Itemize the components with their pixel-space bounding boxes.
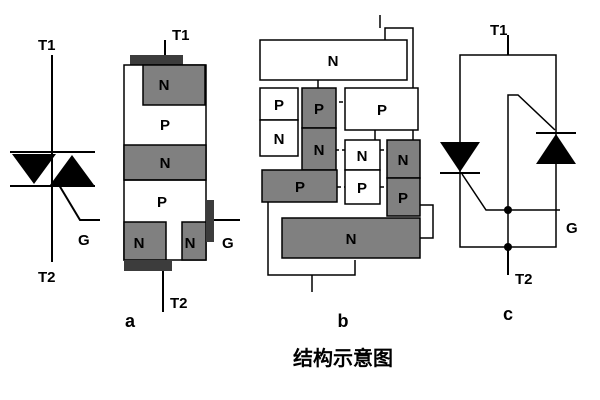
b-block-gray-n (301, 127, 337, 171)
b-label-left-n: N (274, 131, 285, 148)
panel-a: N P N P N N T1 G T2 a (123, 27, 240, 331)
a-layer-label-p2: P (157, 194, 167, 211)
a-g-label: G (222, 235, 234, 252)
c-left-scr-triangle (440, 142, 480, 172)
symbol-g-label: G (78, 232, 90, 249)
b-block-gray-n-right (386, 139, 421, 179)
c-node-gate (504, 206, 512, 214)
b-label-bottom-n: N (346, 231, 357, 248)
b-block-gray-p-right (386, 177, 421, 217)
a-layer-label-p1: P (160, 117, 170, 134)
a-layer-n-top (142, 64, 206, 106)
a-layer-n-gate (181, 221, 207, 261)
b-block-right-p (344, 87, 419, 131)
b-block-gray-p (301, 87, 337, 129)
b-label-gray-n: N (314, 142, 325, 159)
b-block-bottom-n (281, 217, 421, 259)
figure-title: 结构示意图 (293, 346, 393, 370)
b-label-gray-n-right: N (398, 152, 409, 169)
b-block-top-n (259, 39, 408, 81)
a-layer-n-middle (123, 144, 207, 181)
triac-symbol: T1 G T2 (10, 37, 100, 286)
c-right-gate-wire (507, 94, 556, 247)
a-caption: a (125, 311, 136, 331)
a-t1-label: T1 (172, 27, 190, 44)
a-layer-label-n4: N (185, 235, 196, 252)
c-t2-label: T2 (515, 271, 533, 288)
a-layer-n-bottom-left (123, 221, 167, 261)
a-top-electrode (130, 55, 183, 65)
a-layer-label-n3: N (134, 235, 145, 252)
c-caption: c (503, 304, 513, 324)
b-label-top-n: N (328, 53, 339, 70)
b-caption: b (338, 311, 349, 331)
c-left-gate-wire (461, 173, 508, 211)
symbol-t1-label: T1 (38, 37, 56, 54)
a-layer-label-n1: N (159, 77, 170, 94)
b-gate-wire (420, 204, 434, 239)
b-label-bottom-p: P (357, 180, 367, 197)
panel-b: N P N P N P P N P N P N b (259, 15, 434, 331)
symbol-up-triangle (50, 155, 94, 185)
a-layer-label-n2: N (160, 155, 171, 172)
b-label-mid-n: N (357, 148, 368, 165)
b-label-big-p: P (295, 179, 305, 196)
c-right-scr-triangle (536, 134, 576, 164)
b-block-bottom-p (344, 169, 381, 205)
a-bottom-electrode (124, 260, 172, 271)
b-label-left-p: P (274, 97, 284, 114)
b-block-left-n (259, 119, 299, 157)
symbol-t2-label: T2 (38, 269, 56, 286)
c-t1-label: T1 (490, 22, 508, 39)
a-gate-electrode (206, 200, 214, 242)
b-block-big-p (261, 169, 338, 203)
c-g-label: G (566, 220, 578, 237)
b-block-left-p (259, 87, 299, 121)
b-label-gray-p: P (314, 101, 324, 118)
panel-c: T1 G T2 c (440, 22, 578, 324)
b-label-gray-p-right: P (398, 190, 408, 207)
symbol-gate-lead (55, 179, 100, 221)
symbol-down-triangle (12, 154, 56, 184)
b-label-right-p: P (377, 102, 387, 119)
a-t2-label: T2 (170, 295, 188, 312)
